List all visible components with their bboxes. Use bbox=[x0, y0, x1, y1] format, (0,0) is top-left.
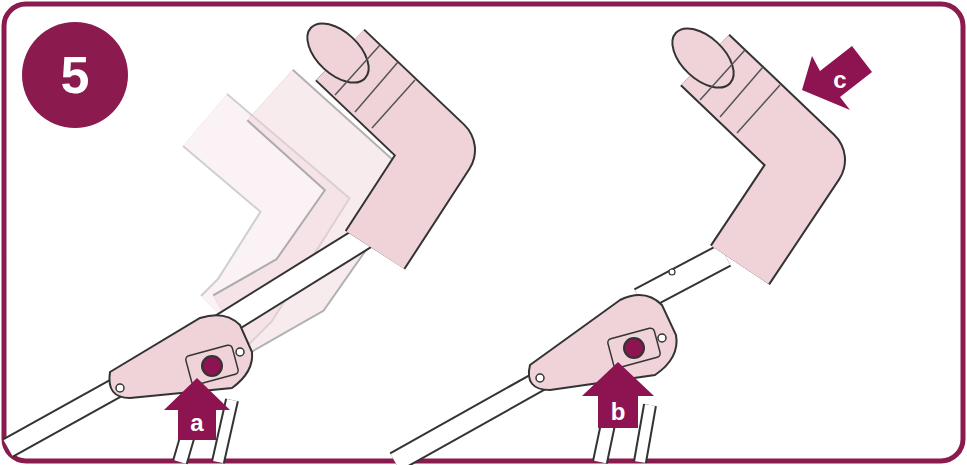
callout-letter: b bbox=[611, 400, 626, 424]
push-handle-left bbox=[215, 12, 440, 330]
press-arrow bbox=[164, 378, 230, 440]
step-number-badge: 5 bbox=[22, 22, 128, 128]
press-arrow bbox=[582, 362, 654, 428]
step-number: 5 bbox=[61, 49, 90, 101]
frame-border bbox=[4, 4, 963, 461]
push-handle-right bbox=[640, 17, 810, 300]
push-arrow bbox=[802, 46, 872, 110]
callout-letter: c bbox=[833, 68, 846, 92]
callout-letter: a bbox=[190, 411, 203, 435]
fold-hinge-right bbox=[529, 295, 677, 390]
fold-hinge-left bbox=[109, 315, 252, 398]
